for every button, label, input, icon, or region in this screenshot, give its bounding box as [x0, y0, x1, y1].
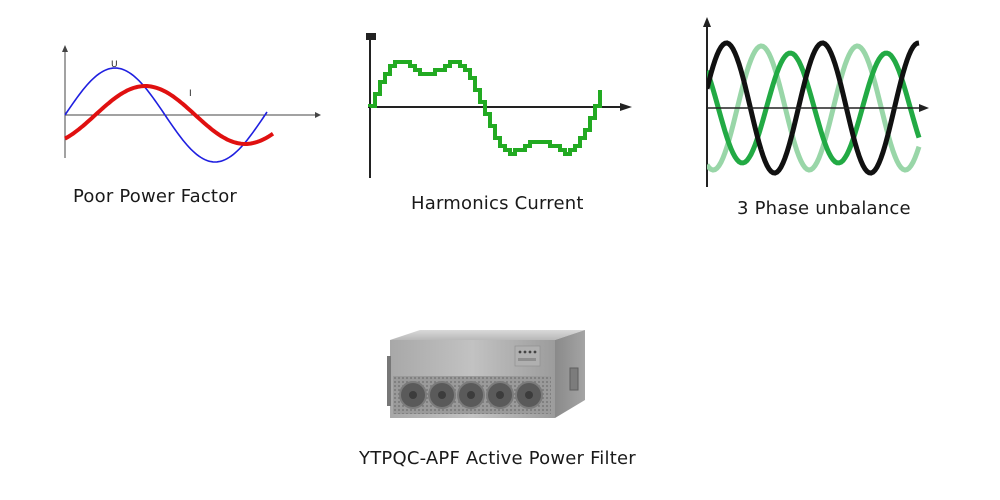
- apf-indicator-led: [528, 350, 532, 354]
- apf-unit-illustration: [387, 330, 585, 418]
- three-phase-unbalance-caption: 3 Phase unbalance: [737, 198, 911, 219]
- poor-power-factor-caption: Poor Power Factor: [73, 186, 238, 207]
- harmonics-current-caption: Harmonics Current: [411, 193, 584, 214]
- apf-indicator-led: [533, 350, 537, 354]
- phase-c-wave: [707, 43, 922, 173]
- apf-handle-left: [387, 356, 391, 406]
- voltage-wave-u: [64, 67, 268, 163]
- fan-hub: [467, 391, 475, 399]
- i-label: I: [189, 89, 192, 99]
- apf-product-caption: YTPQC-APF Active Power Filter: [359, 448, 636, 469]
- harmonic-current-wave: [368, 60, 602, 156]
- hc-y-cap: [366, 33, 376, 40]
- apf-display-panel: [514, 345, 541, 367]
- power-factor-graph: U I: [62, 45, 321, 163]
- phase-a-wave: [707, 40, 920, 176]
- pf-y-arrow-icon: [62, 45, 68, 52]
- current-wave-i: [64, 84, 275, 146]
- fan-hub: [525, 391, 533, 399]
- fan-hub: [409, 391, 417, 399]
- apf-indicator-led: [523, 350, 527, 354]
- phase-b-wave: [707, 50, 922, 166]
- ub-x-arrow-icon: [919, 104, 929, 112]
- power-factor-diagram: U I: [55, 40, 325, 170]
- apf-indicator-led: [518, 350, 522, 354]
- harmonics-diagram: [360, 30, 640, 185]
- u-label: U: [111, 60, 118, 70]
- apf-top-panel: [390, 330, 585, 340]
- fan-hub: [496, 391, 504, 399]
- unbalance-diagram: [695, 15, 935, 190]
- ub-y-arrow-icon: [703, 17, 711, 27]
- fan-hub: [438, 391, 446, 399]
- apf-nameplate: [518, 358, 536, 361]
- hc-x-arrow-icon: [620, 103, 632, 111]
- apf-handle-right: [569, 367, 579, 391]
- three-phase-graph: [703, 17, 929, 187]
- harmonics-graph: [366, 33, 632, 178]
- pf-x-arrow-icon: [315, 112, 321, 118]
- active-power-filter-image: [385, 328, 595, 428]
